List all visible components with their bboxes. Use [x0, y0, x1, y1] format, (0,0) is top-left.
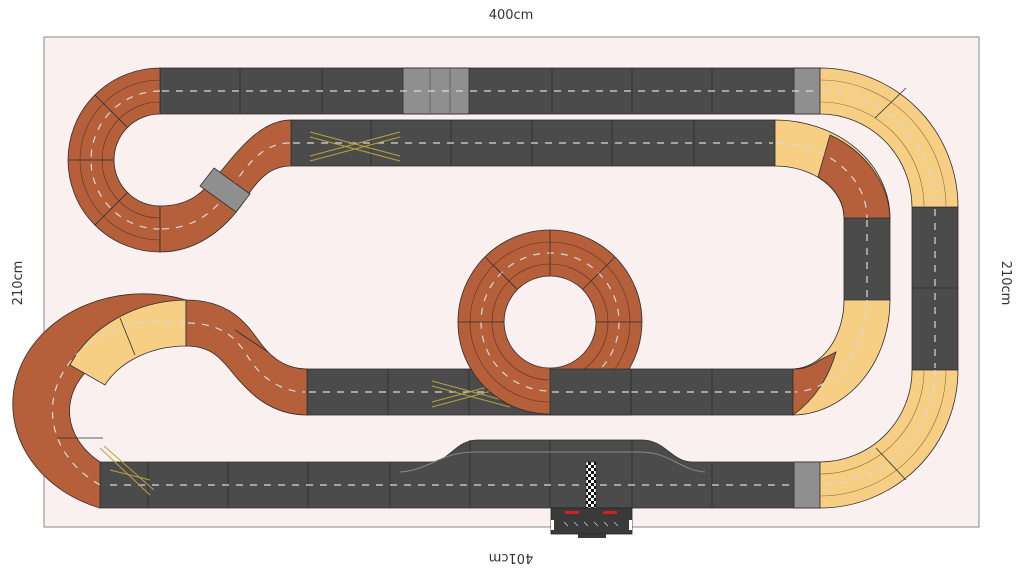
dimension-right-label: 210cm — [998, 261, 1013, 306]
track — [12, 67, 959, 538]
straight-bottom — [99, 439, 821, 509]
curve-left-loop — [12, 293, 187, 509]
dimension-top-label: 400cm — [489, 8, 534, 23]
straight-top-1 — [159, 67, 821, 115]
straight-right-outer — [911, 206, 959, 371]
curve-right-inner-top — [774, 119, 891, 219]
curve-top-left-loop — [67, 67, 161, 253]
start-light-right — [603, 511, 617, 514]
curve-right-inner-bottom — [792, 299, 891, 416]
straight-right-inner — [843, 217, 891, 301]
start-light-left — [565, 511, 579, 514]
curve-circle-loop — [457, 229, 643, 416]
curve-s-bend-middle — [185, 299, 308, 416]
grey-piece-bottom — [793, 461, 821, 509]
dimension-left-label: 210cm — [11, 261, 26, 306]
straight-top-2 — [290, 119, 776, 167]
finish-line-flag — [585, 461, 597, 509]
start-gantry — [550, 507, 633, 535]
lane-crossing-top — [309, 131, 401, 162]
curve-right-outer-top — [819, 67, 959, 208]
grey-piece-s-bend — [199, 167, 251, 213]
lane-crossing-bottom — [99, 445, 155, 496]
curve-right-outer-bottom — [819, 369, 959, 509]
curve-s-bend-top — [159, 119, 292, 253]
start-finish-area — [550, 461, 633, 538]
dimension-bottom-label: 401cm — [489, 550, 534, 565]
